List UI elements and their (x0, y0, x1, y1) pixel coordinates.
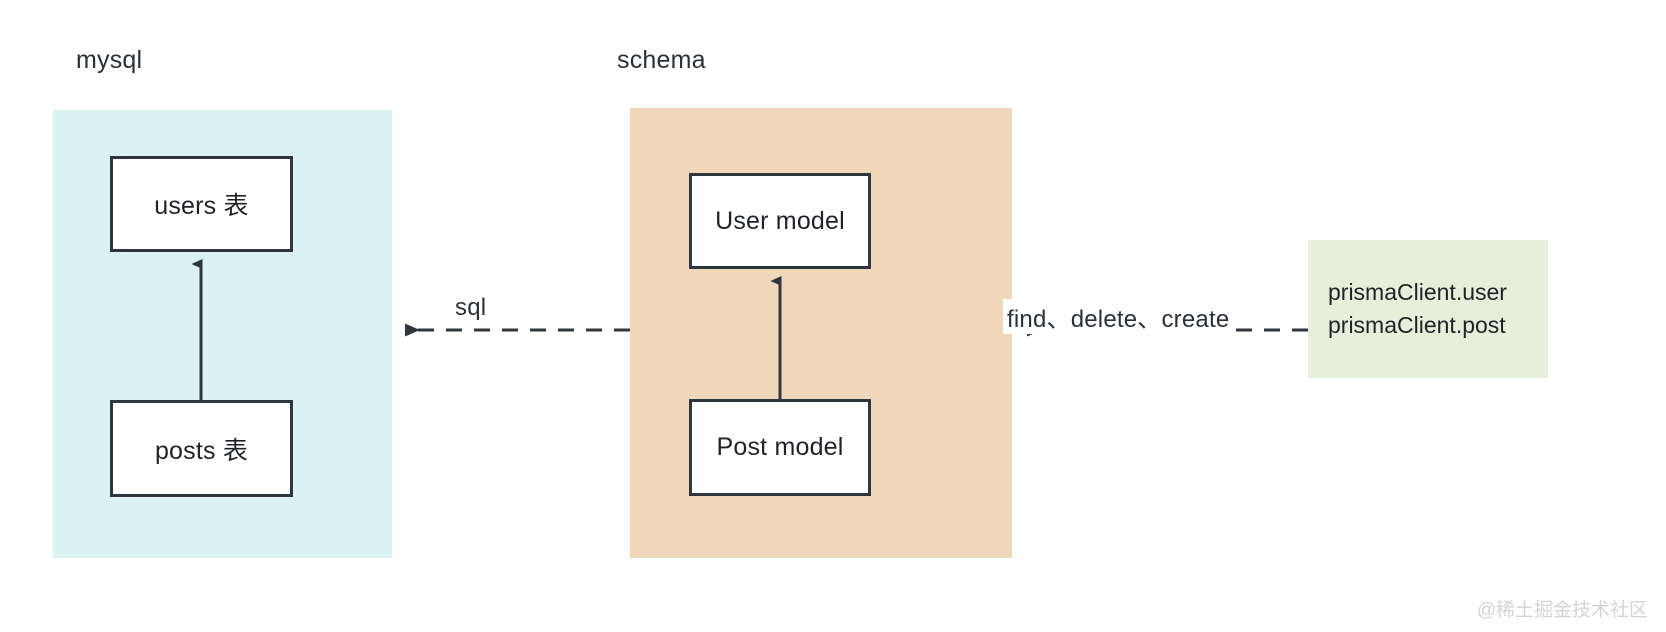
node-users-table[interactable]: users 表 (110, 156, 293, 252)
node-user-model[interactable]: User model (689, 173, 871, 269)
group-label-schema: schema (617, 46, 706, 74)
group-label-mysql: mysql (76, 46, 143, 74)
edge-label-operations: find、delete、create (1003, 299, 1234, 334)
node-posts-table[interactable]: posts 表 (110, 400, 293, 497)
prisma-client-box[interactable]: prismaClient.user prismaClient.post (1308, 240, 1548, 378)
watermark: @稀土掘金技术社区 (1476, 600, 1648, 621)
prisma-client-user-line: prismaClient.user (1328, 279, 1507, 305)
node-post-model[interactable]: Post model (689, 399, 871, 496)
prisma-client-post-line: prismaClient.post (1328, 312, 1506, 338)
edge-label-sql: sql (455, 294, 487, 321)
